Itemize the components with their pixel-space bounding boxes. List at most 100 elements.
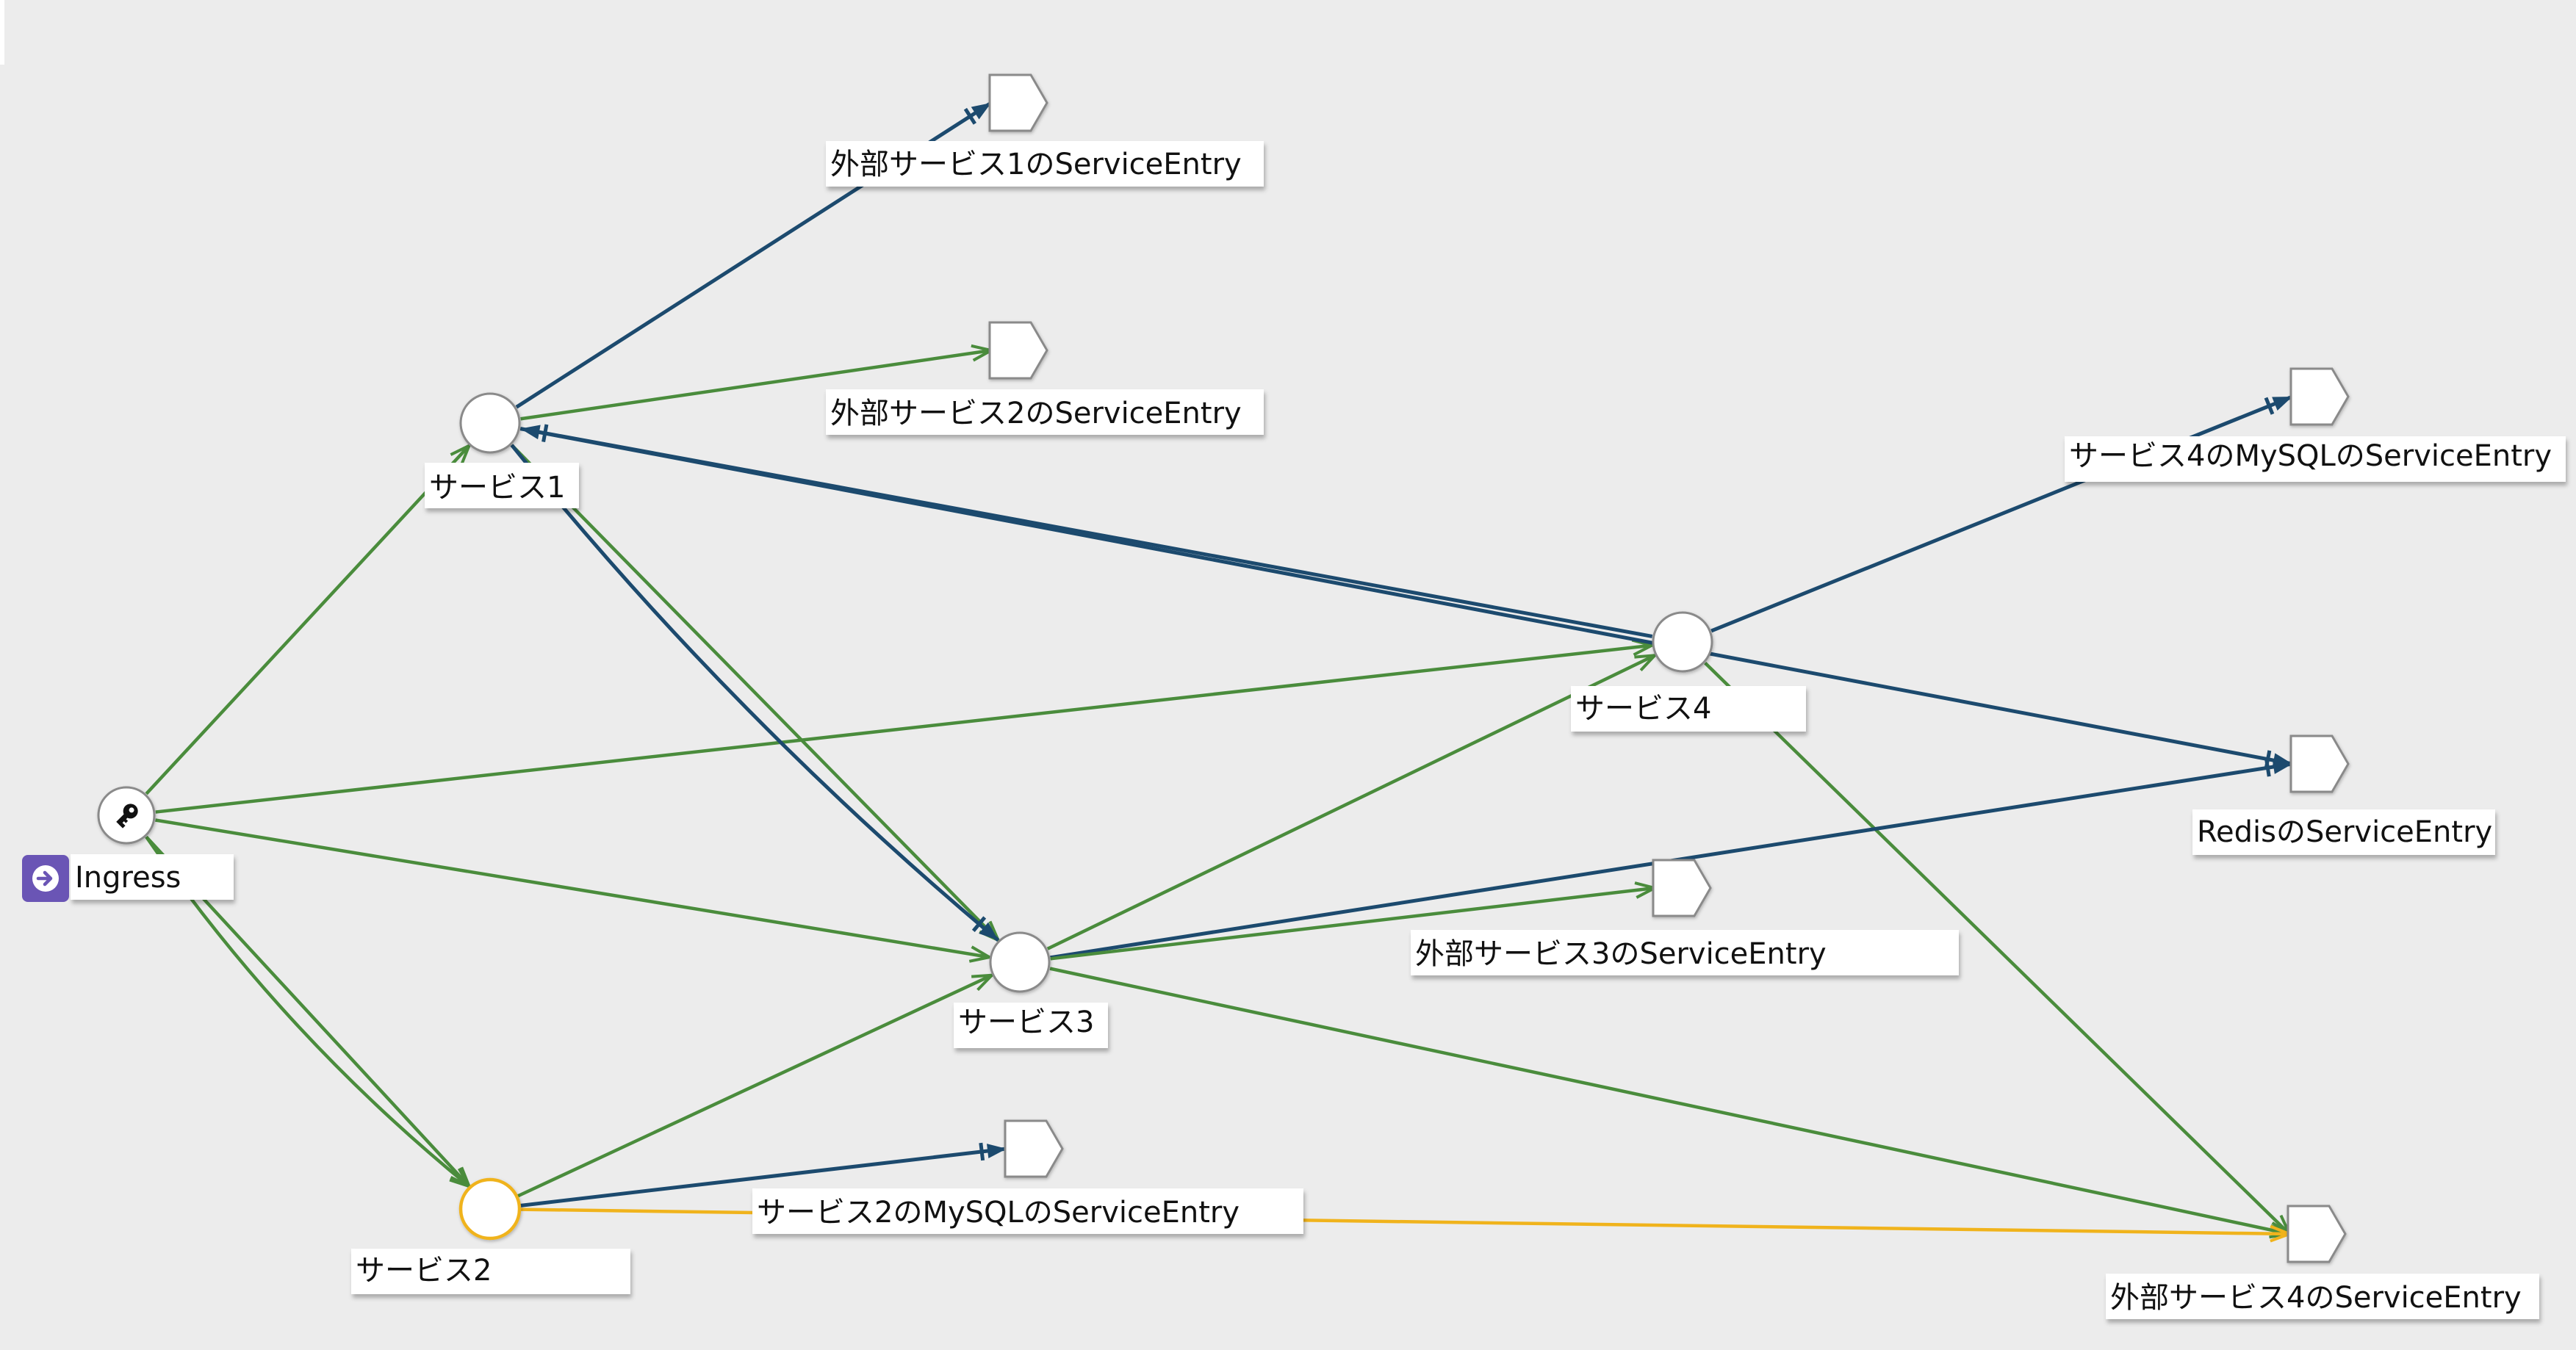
edge-line[interactable] [145,444,471,795]
service-entry-shape[interactable] [2287,1205,2347,1263]
label-box [2106,1274,2539,1319]
node-s2[interactable] [458,1177,522,1241]
service-entry-shape[interactable] [1004,1119,1064,1178]
node-label-text: 外部サービス1のServiceEntry [830,148,1242,181]
edge-line[interactable] [155,643,1652,814]
label-box [954,1003,1108,1048]
node-label-s4: サービス4 [1571,686,1806,732]
node-label-text: RedisのServiceEntry [2197,815,2492,849]
tcp-marker [979,1142,985,1161]
arrow-right-circle-icon [22,855,69,902]
edge-arrowhead [968,945,994,963]
edge-line[interactable] [1704,662,2291,1235]
edge-s2-to-s2mysql[interactable] [520,1142,1007,1208]
edge-line[interactable] [517,973,993,1198]
edge-line[interactable] [520,348,992,421]
labels-layer: Ingress サービス1 サービス2 サービス3 サービス4 外部サービス1のServi… [71,141,2566,1319]
edge-line[interactable] [1710,394,2293,633]
node-label-s4mysql: サービス4のMySQLのServiceEntry [2065,436,2566,482]
label-box [752,1188,1303,1234]
label-box [826,389,1264,435]
label-box [351,1249,630,1294]
edge-arrowhead [971,973,996,992]
edge-s4-to-s4mysql[interactable] [1710,394,2293,633]
node-s4mysql[interactable] [2289,367,2350,426]
edge-arrowhead [2272,397,2292,411]
label-box [2065,436,2566,482]
tcp-marker [2264,397,2275,415]
service-entry-shape[interactable] [988,321,1048,380]
key-icon [116,804,138,829]
node-s3[interactable] [989,931,1051,993]
label-box [1571,686,1806,732]
node-label-ext3: 外部サービス3のServiceEntry [1411,930,1959,975]
node-s2mysql[interactable] [1004,1119,1064,1178]
node-label-redis: RedisのServiceEntry [2192,809,2495,855]
service-node-circle[interactable] [459,392,521,454]
node-ingress[interactable] [22,786,156,902]
node-label-text: サービス1 [429,471,565,505]
edge-line[interactable] [1046,654,1656,950]
tcp-marker [2264,758,2271,777]
node-label-text: 外部サービス2のServiceEntry [830,397,1242,430]
canvas-edge [0,0,4,65]
node-label-s3: サービス3 [954,1003,1108,1048]
node-label-ingress: Ingress [71,854,234,900]
edge-s2-to-s3[interactable] [517,973,996,1198]
service-entry-shape[interactable] [2289,367,2350,426]
edge-arrowhead [987,1144,1007,1158]
service-entry-shape[interactable] [1652,859,1712,917]
service-node-circle[interactable] [989,931,1051,993]
label-box [425,463,579,508]
node-label-text: 外部サービス4のServiceEntry [2110,1281,2522,1315]
edge-arrowhead [1634,653,1659,671]
tcp-marker [963,107,976,125]
node-ext4[interactable] [2287,1205,2347,1263]
edge-s3-to-s4[interactable] [1046,653,1659,950]
node-label-ext1: 外部サービス1のServiceEntry [826,141,1264,187]
service-entry-shape[interactable] [2289,734,2350,793]
edge-line[interactable] [155,818,990,959]
node-redis[interactable] [2289,734,2350,793]
label-box [2192,809,2495,855]
node-s4[interactable] [1652,611,1713,673]
node-label-text: サービス4のMySQLのServiceEntry [2069,439,2552,473]
label-box [71,854,234,900]
node-label-ext2: 外部サービス2のServiceEntry [826,389,1264,435]
node-label-text: サービス2のMySQLのServiceEntry [757,1196,1240,1230]
edge-arrowhead [971,103,991,120]
nodes-layer [22,73,2350,1263]
edge-line[interactable] [520,1147,1007,1208]
node-label-text: 外部サービス3のServiceEntry [1415,937,1827,971]
edge-arrowhead [450,442,472,466]
node-ext2[interactable] [988,321,1048,380]
service-node-circle[interactable] [1652,611,1713,673]
edge-line[interactable] [1050,886,1655,961]
edge-arrowhead [2272,759,2292,774]
node-s1[interactable] [459,392,521,454]
label-box [1411,930,1959,975]
node-ext1[interactable] [988,73,1048,132]
node-label-s1: サービス1 [425,463,579,508]
edge-line[interactable] [510,444,1000,942]
tcp-marker [971,916,987,933]
node-label-s2: サービス2 [351,1249,630,1294]
node-label-text: Ingress [75,861,181,895]
node-label-text: サービス2 [356,1254,492,1288]
service-node-circle[interactable] [458,1177,522,1241]
edge-ingress-to-s1[interactable] [145,442,472,795]
service-entry-shape[interactable] [988,73,1048,132]
edge-ingress-to-s3[interactable] [155,818,994,963]
node-label-text: サービス4 [1575,692,1711,726]
edge-s1-to-s3[interactable] [510,444,1000,942]
label-box [826,141,1264,187]
node-label-text: サービス3 [958,1006,1094,1039]
edge-arrowhead [979,922,999,941]
edge-line[interactable] [1049,967,2290,1236]
edge-line[interactable] [510,444,1000,942]
node-ext3[interactable] [1652,859,1712,917]
node-label-s2mysql: サービス2のMySQLのServiceEntry [752,1188,1303,1234]
edge-line[interactable] [519,427,2293,766]
